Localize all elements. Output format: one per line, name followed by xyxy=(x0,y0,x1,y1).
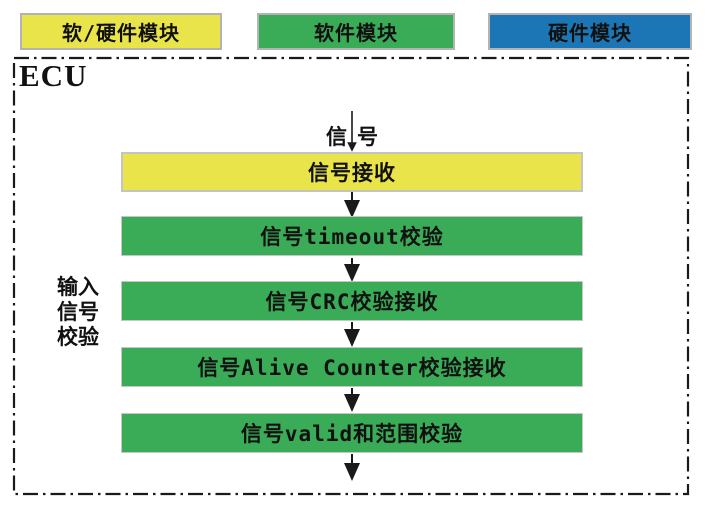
flow-step-signal-receive: 信号接收 xyxy=(121,152,583,192)
side-label-line: 输入 xyxy=(57,275,99,299)
flow-step-crc-check: 信号CRC校验接收 xyxy=(121,281,583,321)
flow-step-valid-range-check: 信号valid和范围校验 xyxy=(121,413,583,453)
input-signal-check-side-label: 输入 信号 校验 xyxy=(57,275,107,350)
flow-step-timeout-check: 信号timeout校验 xyxy=(121,216,583,256)
side-label-line: 校验 xyxy=(57,325,99,349)
side-label-line: 信号 xyxy=(57,300,99,324)
flow-step-label: 信号valid和范围校验 xyxy=(240,422,464,446)
legend-label: 软/硬件模块 xyxy=(61,21,181,45)
flow-step-alive-counter-check: 信号Alive Counter校验接收 xyxy=(121,347,583,387)
legend-label: 软件模块 xyxy=(314,21,398,45)
flow-step-label: 信号timeout校验 xyxy=(260,225,444,249)
flow-step-label: 信号CRC校验接收 xyxy=(265,290,439,314)
legend-label: 硬件模块 xyxy=(548,21,632,45)
flow-step-label: 信号Alive Counter校验接收 xyxy=(197,356,507,380)
ecu-title: ECU xyxy=(19,58,88,93)
legend-item-hardware-module: 硬件模块 xyxy=(488,13,692,50)
input-signal-label: 信号 xyxy=(326,125,388,149)
legend-item-software-module: 软件模块 xyxy=(257,13,455,50)
legend-item-soft-hardware-module: 软/硬件模块 xyxy=(20,13,222,50)
flow-step-label: 信号接收 xyxy=(308,161,396,185)
